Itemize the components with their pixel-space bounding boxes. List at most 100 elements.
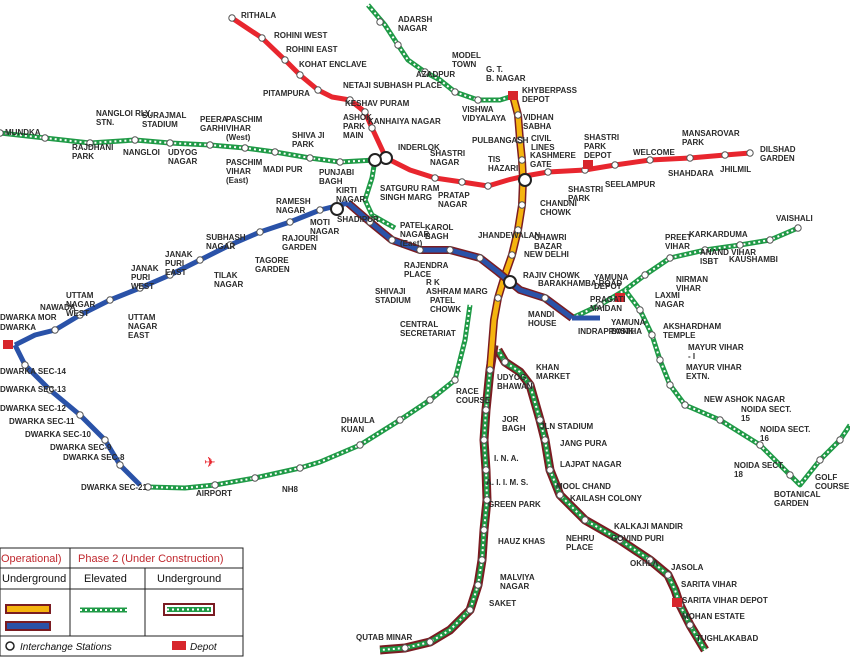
station-dot (211, 481, 219, 489)
station-label: INDRAPRASTHA (578, 327, 642, 336)
station-dot (166, 271, 174, 279)
green-line-north-dash (367, 4, 514, 101)
green-line-inderlok-link-dash (363, 159, 396, 229)
station-label: KANHAIYA NAGAR (368, 117, 441, 126)
station-dot (648, 331, 656, 339)
station-dot (316, 206, 324, 214)
station-dot (421, 68, 429, 76)
station-label: G. T.B. NAGAR (486, 65, 526, 83)
station-dot (241, 144, 249, 152)
station-dot (314, 86, 322, 94)
station-dot (451, 376, 459, 384)
station-label: SARITA VIHAR (681, 580, 737, 589)
station-label: INDERLOK (398, 143, 440, 152)
station-label: PULBANGASH (472, 136, 529, 145)
station-label: A. I. I. M. S. (486, 478, 528, 487)
station-dot (416, 246, 424, 254)
station-dot (656, 356, 664, 364)
station-dot (206, 141, 214, 149)
station-label: DWARKA SEC-10 (25, 430, 91, 439)
station-dot (596, 301, 604, 309)
station-dot (611, 161, 619, 169)
station-dot (701, 246, 709, 254)
station-dot (46, 386, 54, 394)
station-dot (486, 366, 494, 374)
airplane-icon: ✈ (204, 455, 216, 471)
legend: Operational) Phase 2 (Under Construction… (0, 547, 244, 657)
station-dot (41, 134, 49, 142)
station-dot (736, 241, 744, 249)
station-dot (388, 236, 396, 244)
station-dot (681, 401, 689, 409)
station-label: ROHINI EAST (286, 45, 338, 54)
station-dot (514, 111, 522, 119)
station-dot (286, 218, 294, 226)
station-label: DWARKA (0, 323, 36, 332)
legend-col-underground-2: Underground (157, 573, 221, 585)
station-dot (116, 461, 124, 469)
station-label: DWARKA SEC-11 (9, 417, 75, 426)
station-label: OKHLA (630, 559, 659, 568)
station-label: QUTAB MINAR (356, 633, 413, 642)
legend-swatch-blue (5, 621, 51, 631)
station-label: SEELAMPUR (605, 180, 655, 189)
station-dot (616, 536, 624, 544)
station-dot (664, 571, 672, 579)
station-label: KAUSHAMBI (729, 255, 778, 264)
station-dot (21, 361, 29, 369)
station-dot (451, 88, 459, 96)
station-dot (296, 71, 304, 79)
depot-square-icon (3, 340, 13, 349)
station-label: NH8 (282, 485, 299, 494)
station-label: SAKET (489, 599, 516, 608)
station-dot (544, 168, 552, 176)
station-dot (482, 466, 490, 474)
station-label: TUGHLAKABAD (696, 634, 758, 643)
depot-square-icon (172, 641, 186, 650)
station-dot (646, 556, 654, 564)
interchange-circle-icon (330, 202, 344, 216)
blue-line-east (346, 201, 574, 321)
station-label: NEW ASHOK NAGAR (704, 395, 785, 404)
station-label: JHANDEWALAN (478, 231, 540, 240)
interchange-circle-icon (518, 173, 532, 187)
station-label: DWARKA SEC-13 (0, 385, 66, 394)
interchange-circle-icon (368, 153, 382, 167)
station-label: JANG PURA (560, 439, 607, 448)
station-label: JHILMIL (720, 165, 751, 174)
station-dot (281, 56, 289, 64)
green-line-badarpur-dash (497, 349, 706, 651)
legend-col-underground-1: Underground (2, 573, 66, 585)
station-label: JLN STADIUM (540, 422, 594, 431)
station-dot (508, 251, 516, 259)
station-dot (166, 139, 174, 147)
station-label: SHADIPUR (337, 215, 379, 224)
station-label: NETAJI SUBHASH PLACE (343, 81, 443, 90)
station-label: GREEN PARK (488, 500, 541, 509)
station-dot (346, 96, 354, 104)
